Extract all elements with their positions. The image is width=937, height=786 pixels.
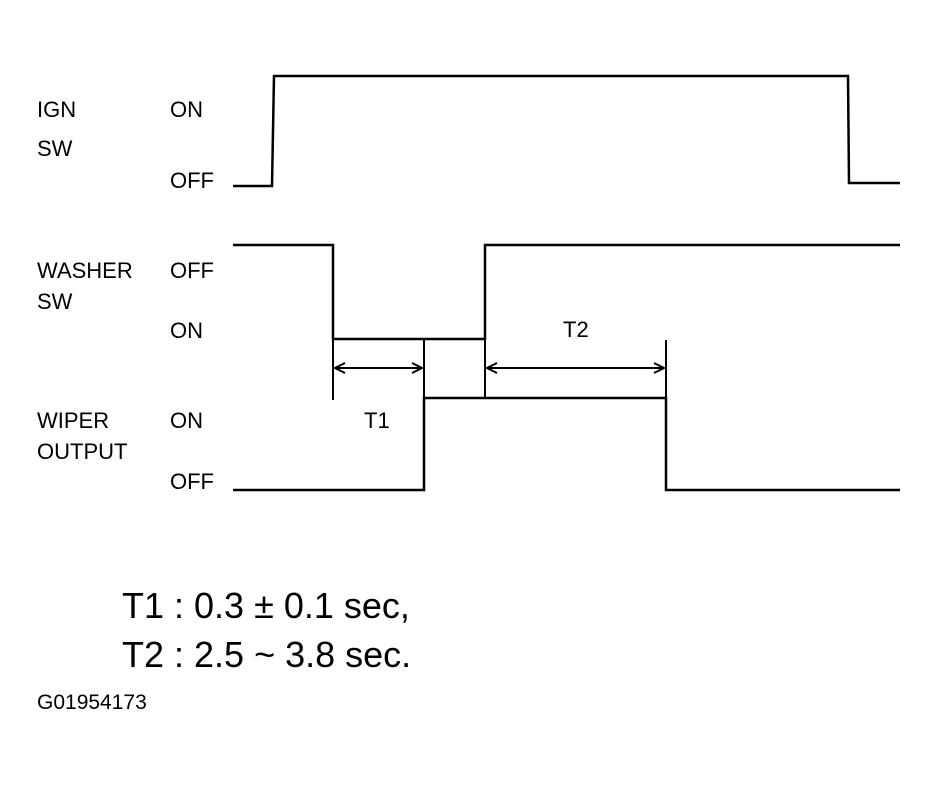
ign-sw-low-label: OFF [170, 168, 214, 193]
wiper-output-name-line1: WIPER [37, 408, 110, 433]
ign-sw-waveform [233, 74, 900, 188]
wiper-output-waveform [233, 396, 900, 492]
washer-sw-name-line2: SW [37, 289, 73, 314]
washer-sw-high-label: OFF [170, 258, 214, 283]
ign-sw-name-line2: SW [37, 136, 73, 161]
t1-spec-note: T1 : 0.3 ± 0.1 sec, [122, 585, 410, 626]
washer-sw-waveform [233, 243, 900, 341]
t1-label: T1 [364, 408, 390, 433]
t2-spec-note: T2 : 2.5 ~ 3.8 sec. [122, 634, 412, 675]
wiper-output-low-label: OFF [170, 469, 214, 494]
washer-sw-low-label: ON [170, 318, 203, 343]
t2-label: T2 [563, 317, 589, 342]
ign-sw-name-line1: IGN [37, 97, 77, 122]
ign-sw-high-label: ON [170, 97, 203, 122]
washer-sw-name-line1: WASHER [37, 258, 133, 283]
figure-code: G01954173 [37, 691, 147, 714]
wiper-output-name-line2: OUTPUT [37, 439, 128, 464]
wiper-output-high-label: ON [170, 408, 203, 433]
